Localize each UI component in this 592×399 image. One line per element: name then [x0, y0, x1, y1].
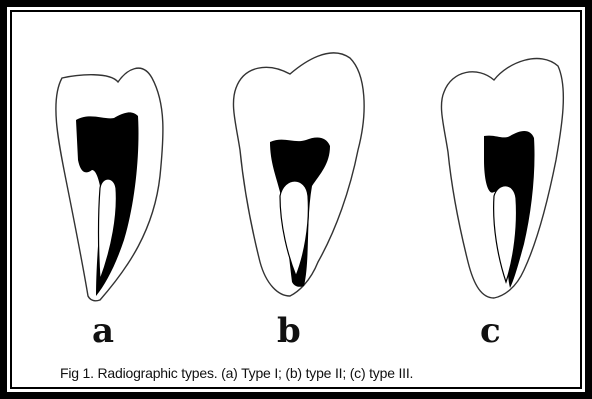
figure-caption: Fig 1. Radiographic types. (a) Type I; (…: [60, 365, 540, 381]
panel-label-b: b: [277, 314, 301, 348]
tooth-type-iii-icon: [441, 59, 563, 298]
tooth-type-i-icon: [56, 68, 163, 301]
panel-label-c: c: [480, 314, 501, 348]
tooth-type-ii-icon: [233, 53, 364, 296]
panel-label-a: a: [92, 314, 114, 348]
